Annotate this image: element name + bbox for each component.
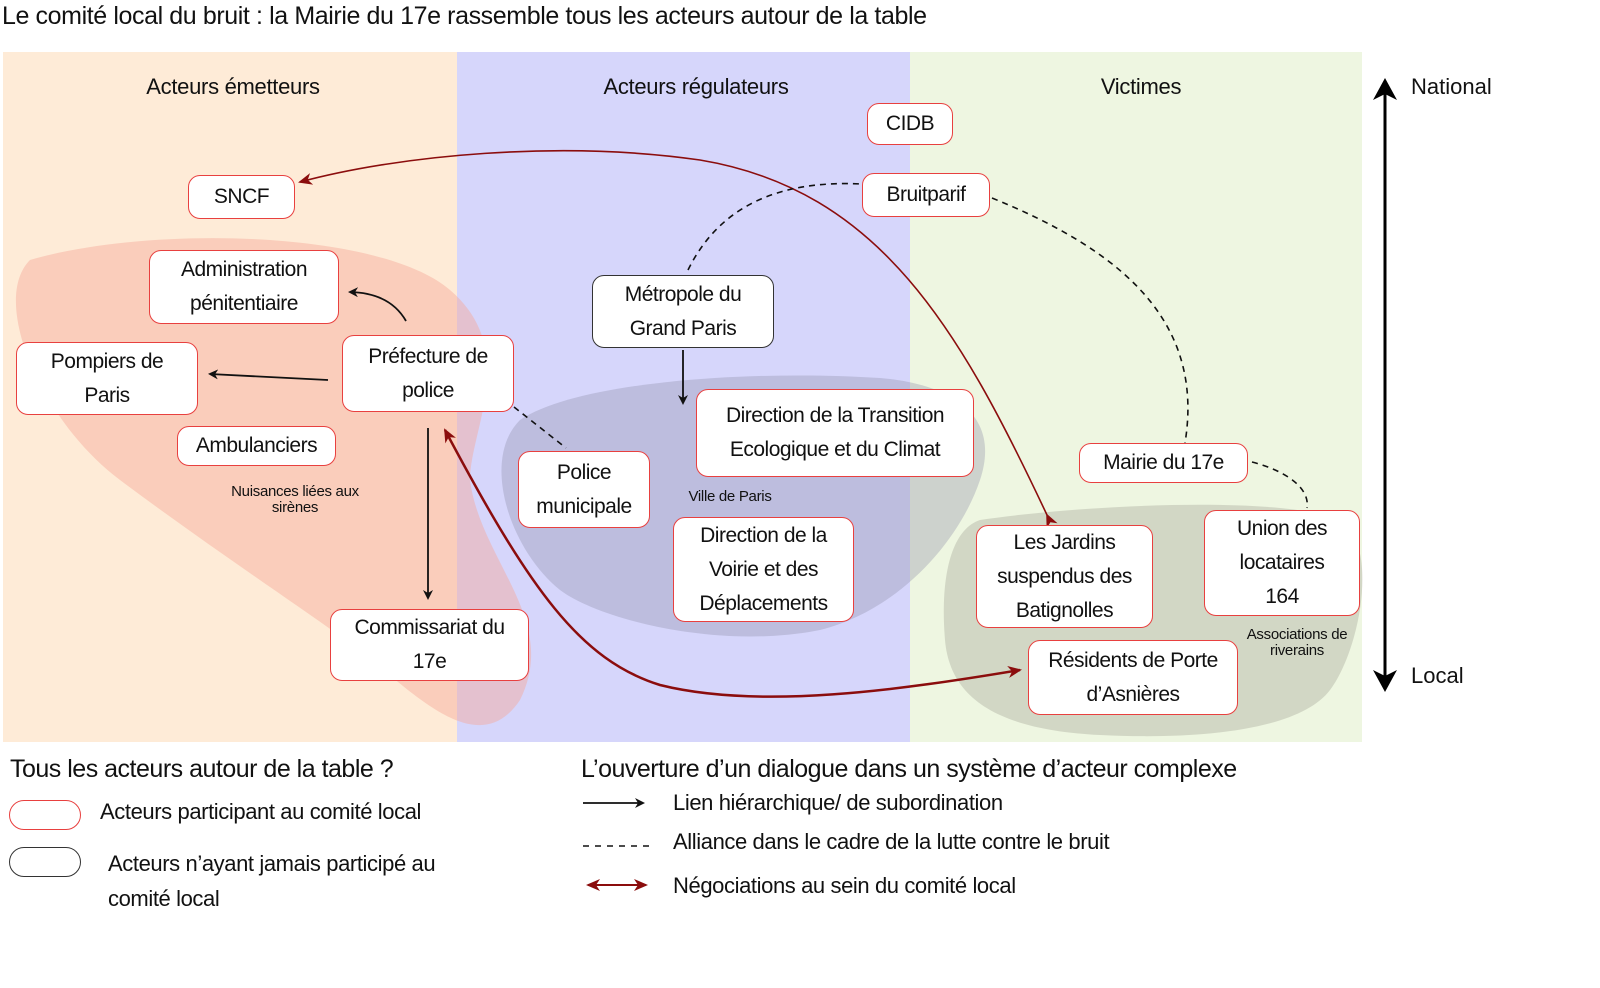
legend-alliance: Alliance dans le cadre de la lutte contr… (673, 829, 1110, 854)
link-alliance-bruitparif-mairie (991, 197, 1189, 444)
node-metropole: Métropole du Grand Paris (592, 275, 774, 348)
legend-left-title: Tous les acteurs autour de la table ? (10, 755, 394, 783)
link-alliance-mairie-union (1251, 461, 1309, 509)
label-riverains: Associations de riverains (1246, 626, 1348, 659)
node-police-municipale: Police municipale (518, 451, 650, 528)
legend-right-title: L’ouverture d’un dialogue dans un systèm… (581, 755, 1237, 783)
node-administration-penitentiaire: Administration pénitentiaire (149, 250, 339, 324)
arrow-down-icon (1373, 670, 1397, 692)
link-alliance-metropole-bruitparif (687, 182, 863, 271)
header-victims: Victimes (1100, 74, 1182, 99)
link-hier-pref-pompiers (208, 369, 329, 381)
node-ambulanciers: Ambulanciers (177, 426, 336, 466)
legend-non-participant: Acteurs n’ayant jamais participé au comi… (108, 851, 436, 911)
link-negotiation-sncf-jardins (298, 150, 1058, 529)
node-jardins: Les Jardins suspendus des Batignolles (976, 525, 1153, 628)
legend-non-participant-swatch (9, 847, 81, 877)
node-voirie: Direction de la Voirie et des Déplacemen… (673, 517, 854, 622)
legend-hierarchy: Lien hiérarchique/ de subordination (673, 790, 1003, 815)
diagram-title: Le comité local du bruit : la Mairie du … (2, 2, 927, 30)
link-hier-pref-admin (348, 287, 407, 322)
header-emitters: Acteurs émetteurs (146, 74, 320, 99)
node-pompiers: Pompiers de Paris (16, 342, 198, 415)
header-regulators: Acteurs régulateurs (603, 74, 789, 99)
label-sirens: Nuisances liées aux sirènes (231, 483, 359, 516)
legend-negotiation: Négociations au sein du comité local (673, 873, 1016, 898)
node-prefecture: Préfecture de police (342, 335, 514, 412)
node-residents: Résidents de Porte d’Asnières (1028, 640, 1238, 715)
label-ville-de-paris: Ville de Paris (688, 488, 772, 505)
node-dtec: Direction de la Transition Ecologique et… (696, 389, 974, 477)
scale-local: Local (1411, 663, 1464, 688)
node-bruitparif: Bruitparif (862, 173, 990, 217)
link-negotiation-prefecture-residents (443, 428, 1022, 698)
arrow-up-icon (1373, 78, 1397, 100)
node-mairie: Mairie du 17e (1079, 443, 1248, 483)
legend-participant: Acteurs participant au comité local (100, 799, 422, 824)
legend-participant-swatch (9, 800, 81, 830)
scale-national: National (1411, 74, 1492, 99)
node-union-locataires: Union des locataires 164 (1204, 510, 1360, 616)
node-sncf: SNCF (188, 175, 295, 219)
node-commissariat: Commissariat du 17e (330, 609, 529, 681)
node-cidb: CIDB (867, 103, 953, 145)
link-alliance-pref-police (513, 406, 567, 449)
